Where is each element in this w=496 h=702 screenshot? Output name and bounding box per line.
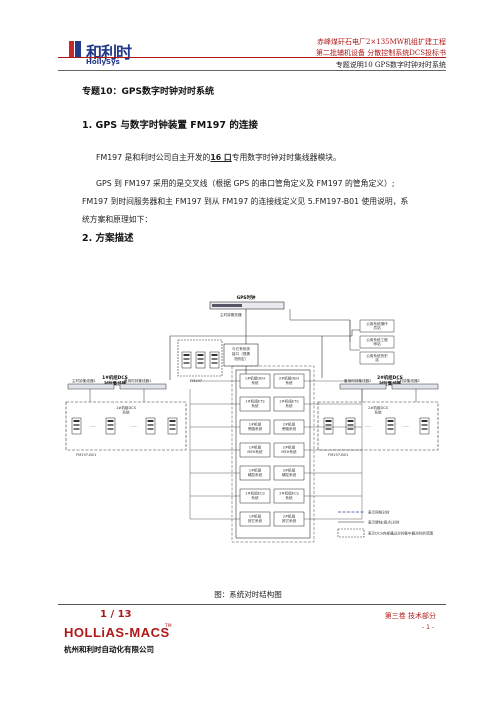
left-device [167, 417, 178, 435]
public-system-label: 公用系统历史站 [366, 353, 388, 362]
header-project: 赤峰煤矸石电厂2×135MW机组扩建工程 [316, 38, 446, 46]
left-switch-a-label: 主时钟集线器1 [72, 378, 96, 383]
unit2-subsystem-label: 2#机组其它系统 [282, 514, 297, 524]
left-switch-b-label: 备用时钟集线器1 [124, 378, 151, 383]
legend-scope-box [337, 528, 365, 538]
left-switch-b [119, 383, 167, 390]
left-ellipsis-2: …… [130, 424, 138, 428]
public-system-label: 公用系统工程师站 [366, 337, 388, 346]
figure-caption: 图：系统对时结构图 [214, 590, 282, 599]
pairs-frame-dashed [231, 365, 315, 543]
left-drops [89, 389, 145, 402]
hollysys-logo: 和利时 HollySys [68, 37, 148, 67]
gps-server-label: 主时钟服务器 [220, 312, 242, 317]
legend-text: 表示网络对时 [368, 510, 390, 515]
left-device [71, 417, 82, 435]
center-device [181, 351, 192, 369]
logo-english: HollySys [86, 58, 120, 66]
center-devices [181, 351, 220, 369]
right-ellipsis-2: …… [402, 424, 410, 428]
page-number: 1 / 13 [100, 609, 132, 620]
paragraph-gps-line3: 统方案和原理如下： [82, 215, 153, 224]
unit1-subsystem-label: 1#机组辅控系统 [248, 468, 263, 478]
unit2-subsystem-label: 2#机组旁路系统 [282, 422, 297, 432]
header-topic: 专题说明10 GPS数字时钟对时系统 [335, 61, 446, 69]
right-drops [361, 389, 417, 402]
gps-wiring-right [289, 309, 360, 351]
right-unit-label: FM197-B01 [328, 453, 348, 457]
interface-box-label: 与已有系统接口（视情况而定） [232, 346, 250, 361]
left-device [105, 417, 116, 435]
right-device [323, 417, 334, 435]
left-hub-title: 1#机组DCS [102, 374, 128, 381]
left-dcs-group [65, 401, 187, 451]
gps-title: GPS时钟 [237, 294, 256, 301]
brand-name: HOLLiAS-MACS [64, 625, 170, 640]
paragraph-gps-line2: FM197 到时间服务器和主 FM197 到从 FM197 的连接线定义见 5.… [82, 197, 409, 206]
section-heading-2: 2. 方案描述 [82, 233, 134, 244]
right-switch-b-label: 主时钟集线器2 [396, 378, 420, 383]
page-number-small: - 1 - [422, 624, 434, 631]
public-system-box [359, 319, 395, 333]
center-device [209, 351, 220, 369]
gps-device [209, 301, 285, 310]
left-unit-label: FM197-B01 [76, 453, 96, 457]
right-dcs-group [317, 401, 439, 451]
diagram-svg: GPS时钟 主时钟服务器 与已有系统接口（视情况而定） FM197 公用系统操作… [65, 294, 439, 543]
left-hub-sub: 对时集线器 [104, 380, 127, 387]
unit1-subsystem-label: 1#机组旁路系统 [248, 422, 263, 432]
gps-device-panel [212, 304, 242, 307]
left-devices: …… …… [71, 417, 178, 435]
paragraph-fm197: FM197 是和利时公司自主开发的16 口专用数字时钟对时集线器模块。 [96, 153, 341, 162]
header-rule-bottom [58, 70, 446, 71]
trademark: TM [165, 624, 172, 629]
left-device [145, 417, 156, 435]
right-ellipsis: …… [364, 424, 372, 428]
right-devices: …… …… [323, 417, 430, 435]
volume-label: 第三卷 技术部分 [384, 612, 436, 620]
unit2-subsystem-label: 2#机组辅控系统 [282, 468, 297, 478]
right-device [419, 417, 430, 435]
section-heading-1: 1. GPS 与数字时钟装置 FM197 的连接 [82, 120, 258, 131]
legend-text: 表示硬线(接点)对时 [368, 520, 400, 525]
right-device [385, 417, 396, 435]
left-switch-a [67, 383, 115, 390]
right-hub-title: 2#机组DCS [377, 374, 403, 381]
unit1-subsystem-label: 1#机组其它系统 [248, 514, 263, 524]
topic-title: 专题10：GPS数字时钟对时系统 [82, 87, 214, 97]
legend-text: 表示DCS内部通过对时集中器对时的范围 [368, 531, 433, 536]
right-device [345, 417, 356, 435]
time-sync-diagram: GPS时钟 主时钟服务器 与已有系统接口（视情况而定） FM197 公用系统操作… [60, 290, 444, 570]
public-system-box [359, 351, 395, 365]
right-switch-b [391, 383, 439, 390]
header-rule [58, 57, 446, 58]
header-bid: 第二批辅机设备 分散控制系统DCS投标书 [316, 49, 446, 57]
left-ellipsis: …… [89, 424, 97, 428]
center-device [195, 351, 206, 369]
right-hub-sub: 对时集线器 [379, 380, 402, 387]
public-system-label: 公用系统操作员站 [366, 321, 388, 330]
footer-rule [58, 604, 446, 605]
logo-mark-icon [69, 41, 81, 57]
right-switch-a-label: 备用时钟集线器2 [344, 378, 371, 383]
paragraph-gps-line1: GPS 到 FM197 采用的是交叉线（根据 GPS 的串口管角定义及 FM19… [96, 179, 395, 188]
public-system-box [359, 335, 395, 349]
pairs-frame [235, 369, 311, 539]
company-name: 杭州和利时自动化有限公司 [64, 645, 154, 654]
right-switch-a [339, 383, 387, 390]
